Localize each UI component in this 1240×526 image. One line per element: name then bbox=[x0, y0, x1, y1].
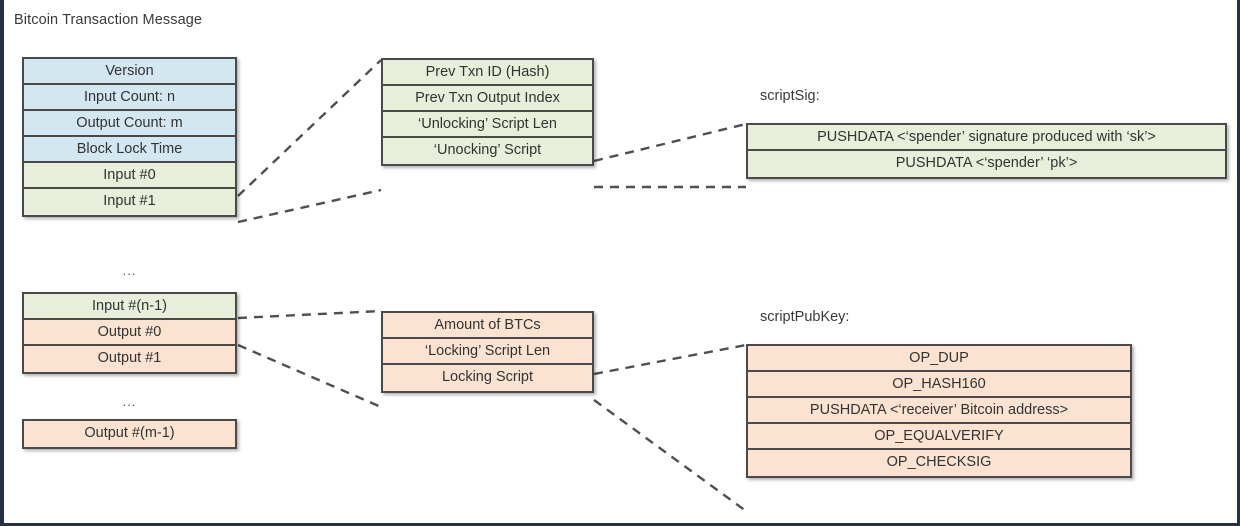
unlocking-len-to-scriptsig-top bbox=[593, 122, 747, 163]
input-detail-row: ‘Unocking’ Script bbox=[383, 138, 592, 164]
tx-field-row: Output #1 bbox=[24, 346, 235, 372]
inputn-to-output-detail-top bbox=[237, 309, 382, 320]
tx-field-row: Block Lock Time bbox=[24, 137, 235, 163]
page-title: Bitcoin Transaction Message bbox=[14, 12, 203, 28]
scriptpubkey-row: OP_DUP bbox=[748, 346, 1130, 372]
tx-field-row: Input #0 bbox=[24, 163, 235, 189]
scriptsig-block: PUSHDATA <‘spender’ signature produced w… bbox=[746, 123, 1227, 179]
page-border-right bbox=[1237, 0, 1240, 526]
scriptpubkey-row: PUSHDATA <‘receiver’ Bitcoin address> bbox=[748, 398, 1130, 424]
tx-field-row: Input #(n-1) bbox=[24, 294, 235, 320]
scriptpubkey-caption: scriptPubKey: bbox=[760, 309, 850, 325]
input1-to-input-detail-bottom bbox=[237, 188, 382, 224]
tx-field-row: Version bbox=[24, 59, 235, 85]
tx-field-row: Output #(m-1) bbox=[24, 421, 235, 447]
tx-field-row: Input Count: n bbox=[24, 85, 235, 111]
scriptpubkey-row: OP_CHECKSIG bbox=[748, 450, 1130, 476]
input-detail-row: Prev Txn Output Index bbox=[383, 86, 592, 112]
page-border-left bbox=[0, 0, 4, 526]
scriptpubkey-row: OP_HASH160 bbox=[748, 372, 1130, 398]
locking-script-to-scriptpubkey-bottom bbox=[593, 399, 747, 512]
page-border-bottom bbox=[0, 523, 1240, 526]
scriptpubkey-row: OP_EQUALVERIFY bbox=[748, 424, 1130, 450]
scriptsig-caption: scriptSig: bbox=[760, 88, 820, 104]
input0-to-input-detail-top bbox=[237, 59, 382, 197]
output0-to-output-detail-bottom bbox=[237, 343, 382, 409]
tx-field-row: Output #0 bbox=[24, 320, 235, 346]
input-detail-row: Prev Txn ID (Hash) bbox=[383, 60, 592, 86]
input-detail-row: ‘Unlocking’ Script Len bbox=[383, 112, 592, 138]
tx-field-row: Output Count: m bbox=[24, 111, 235, 137]
outputs-ellipsis: ... bbox=[122, 394, 137, 409]
output-detail-row: ‘Locking’ Script Len bbox=[383, 339, 592, 365]
input-detail-block: Prev Txn ID (Hash)Prev Txn Output Index‘… bbox=[381, 58, 594, 166]
output-detail-row: Amount of BTCs bbox=[383, 313, 592, 339]
scriptsig-row: PUSHDATA <‘spender’ ‘pk’> bbox=[748, 151, 1225, 177]
transaction-message-last-output-block: Output #(m-1) bbox=[22, 419, 237, 449]
output-detail-row: Locking Script bbox=[383, 365, 592, 391]
tx-field-row: Input #1 bbox=[24, 189, 235, 215]
locking-len-to-scriptpubkey-top bbox=[593, 343, 747, 376]
inputs-ellipsis: ... bbox=[122, 263, 137, 278]
scriptsig-row: PUSHDATA <‘spender’ signature produced w… bbox=[748, 125, 1225, 151]
